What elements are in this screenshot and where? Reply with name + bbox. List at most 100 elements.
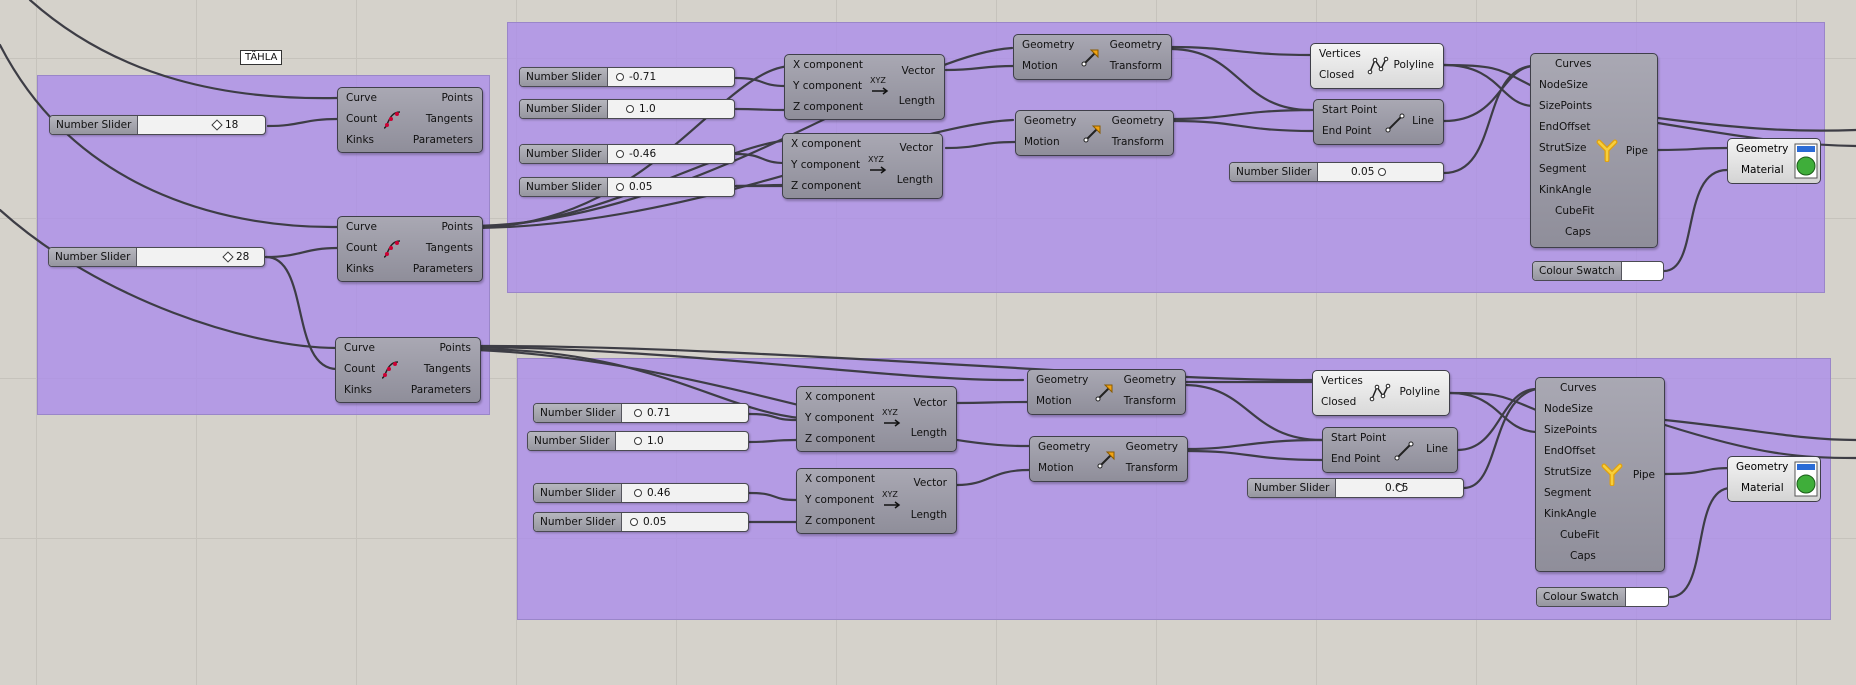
output-vector[interactable]: Vector — [899, 142, 933, 154]
move-1[interactable]: Geometry Motion Geometry Transform — [1013, 34, 1172, 80]
number-slider-x-4[interactable]: Number Slider 0.46 — [533, 483, 749, 503]
input-vertices[interactable]: Vertices — [1319, 48, 1361, 60]
input-z[interactable]: Z component — [805, 515, 875, 527]
input-sizepoints[interactable]: SizePoints — [1539, 100, 1593, 112]
input-geometry[interactable]: Geometry — [1024, 115, 1077, 127]
move-2[interactable]: Geometry Motion Geometry Transform — [1015, 110, 1174, 156]
input-count[interactable]: Count — [344, 363, 376, 375]
input-strutsize[interactable]: StrutSize — [1544, 466, 1592, 478]
slider-grip[interactable] — [634, 409, 642, 417]
input-endoffset[interactable]: EndOffset — [1539, 121, 1591, 133]
input-caps[interactable]: Caps — [1570, 550, 1596, 562]
input-nodesize[interactable]: NodeSize — [1544, 403, 1593, 415]
slider-grip[interactable] — [634, 489, 642, 497]
output-length[interactable]: Length — [910, 427, 947, 439]
output-parameters[interactable]: Parameters — [410, 384, 471, 396]
number-slider-strut-2[interactable]: Number Slider 0.05 — [1247, 478, 1464, 498]
input-curve[interactable]: Curve — [346, 92, 377, 104]
input-kinks[interactable]: Kinks — [346, 134, 375, 146]
divide-curve-1[interactable]: Curve Count Kinks Points Tangents Parame… — [337, 87, 483, 153]
input-z[interactable]: Z component — [791, 180, 861, 192]
line-1[interactable]: Start Point End Point Line — [1313, 99, 1444, 145]
output-vector[interactable]: Vector — [913, 477, 947, 489]
output-geometry[interactable]: Geometry — [1125, 441, 1178, 453]
line-2[interactable]: Start Point End Point Line — [1322, 427, 1458, 473]
output-vector[interactable]: Vector — [901, 65, 935, 77]
vector-xyz-3[interactable]: X component Y component Z component Vect… — [796, 386, 957, 452]
input-count[interactable]: Count — [346, 242, 378, 254]
output-pipe[interactable]: Pipe — [1632, 469, 1655, 481]
output-length[interactable]: Length — [896, 174, 933, 186]
input-start-point[interactable]: Start Point — [1331, 432, 1387, 444]
input-material[interactable]: Material — [1741, 482, 1784, 494]
slider-grip[interactable] — [222, 251, 234, 263]
colour-swatch-2[interactable]: Colour Swatch — [1536, 587, 1669, 607]
output-tangents[interactable]: Tangents — [425, 242, 473, 254]
number-slider-count-1[interactable]: Number Slider 18 — [49, 115, 266, 135]
slider-grip[interactable] — [630, 518, 638, 526]
input-geometry[interactable]: Geometry — [1736, 461, 1789, 473]
output-vector[interactable]: Vector — [913, 397, 947, 409]
input-z[interactable]: Z component — [805, 433, 875, 445]
input-x[interactable]: X component — [805, 473, 875, 485]
number-slider-strut-1[interactable]: Number Slider 0.05 — [1229, 162, 1444, 182]
input-motion[interactable]: Motion — [1024, 136, 1060, 148]
slider-grip[interactable] — [626, 105, 634, 113]
number-slider-x-1[interactable]: Number Slider -0.71 — [519, 67, 735, 87]
input-kinks[interactable]: Kinks — [344, 384, 373, 396]
output-points[interactable]: Points — [439, 342, 471, 354]
output-line[interactable]: Line — [1426, 443, 1448, 455]
input-closed[interactable]: Closed — [1319, 69, 1355, 81]
slider-grip[interactable] — [634, 437, 642, 445]
output-parameters[interactable]: Parameters — [412, 134, 473, 146]
number-slider-z-2[interactable]: Number Slider 0.05 — [519, 177, 735, 197]
input-y[interactable]: Y component — [805, 412, 875, 424]
input-caps[interactable]: Caps — [1565, 226, 1591, 238]
input-count[interactable]: Count — [346, 113, 378, 125]
input-curve[interactable]: Curve — [344, 342, 375, 354]
polyline-2[interactable]: Vertices Closed Polyline — [1312, 370, 1450, 416]
input-geometry[interactable]: Geometry — [1036, 374, 1089, 386]
output-geometry[interactable]: Geometry — [1111, 115, 1164, 127]
input-curves[interactable]: Curves — [1560, 382, 1597, 394]
input-y[interactable]: Y component — [793, 80, 863, 92]
input-y[interactable]: Y component — [791, 159, 861, 171]
number-slider-z-4[interactable]: Number Slider 0.05 — [533, 512, 749, 532]
number-slider-z-3[interactable]: Number Slider 1.0 — [527, 431, 749, 451]
slider-grip[interactable] — [616, 150, 624, 158]
input-cubefit[interactable]: CubeFit — [1555, 205, 1595, 217]
pipe-1[interactable]: Curves NodeSize SizePoints EndOffset Str… — [1530, 53, 1658, 248]
input-endoffset[interactable]: EndOffset — [1544, 445, 1596, 457]
output-transform[interactable]: Transform — [1109, 60, 1162, 72]
input-curve[interactable]: Curve — [346, 221, 377, 233]
number-slider-z-1[interactable]: Number Slider 1.0 — [519, 99, 735, 119]
input-segment[interactable]: Segment — [1539, 163, 1587, 175]
input-start-point[interactable]: Start Point — [1322, 104, 1378, 116]
output-tangents[interactable]: Tangents — [425, 113, 473, 125]
input-geometry[interactable]: Geometry — [1736, 143, 1789, 155]
output-line[interactable]: Line — [1412, 115, 1434, 127]
output-parameters[interactable]: Parameters — [412, 263, 473, 275]
input-curves[interactable]: Curves — [1555, 58, 1592, 70]
move-3[interactable]: Geometry Motion Geometry Transform — [1027, 369, 1186, 415]
input-x[interactable]: X component — [805, 391, 875, 403]
vector-xyz-2[interactable]: X component Y component Z component Vect… — [782, 133, 943, 199]
input-sizepoints[interactable]: SizePoints — [1544, 424, 1598, 436]
custom-preview-1[interactable]: Geometry Material — [1727, 138, 1821, 184]
input-x[interactable]: X component — [793, 59, 863, 71]
number-slider-x-2[interactable]: Number Slider -0.46 — [519, 144, 735, 164]
input-kinks[interactable]: Kinks — [346, 263, 375, 275]
slider-grip[interactable] — [616, 73, 624, 81]
input-segment[interactable]: Segment — [1544, 487, 1592, 499]
input-motion[interactable]: Motion — [1036, 395, 1072, 407]
output-tangents[interactable]: Tangents — [423, 363, 471, 375]
slider-grip[interactable] — [1396, 484, 1404, 492]
input-y[interactable]: Y component — [805, 494, 875, 506]
polyline-1[interactable]: Vertices Closed Polyline — [1310, 43, 1444, 89]
vector-xyz-4[interactable]: X component Y component Z component Vect… — [796, 468, 957, 534]
output-transform[interactable]: Transform — [1123, 395, 1176, 407]
input-motion[interactable]: Motion — [1038, 462, 1074, 474]
output-polyline[interactable]: Polyline — [1399, 386, 1440, 398]
output-transform[interactable]: Transform — [1111, 136, 1164, 148]
input-end-point[interactable]: End Point — [1331, 453, 1381, 465]
